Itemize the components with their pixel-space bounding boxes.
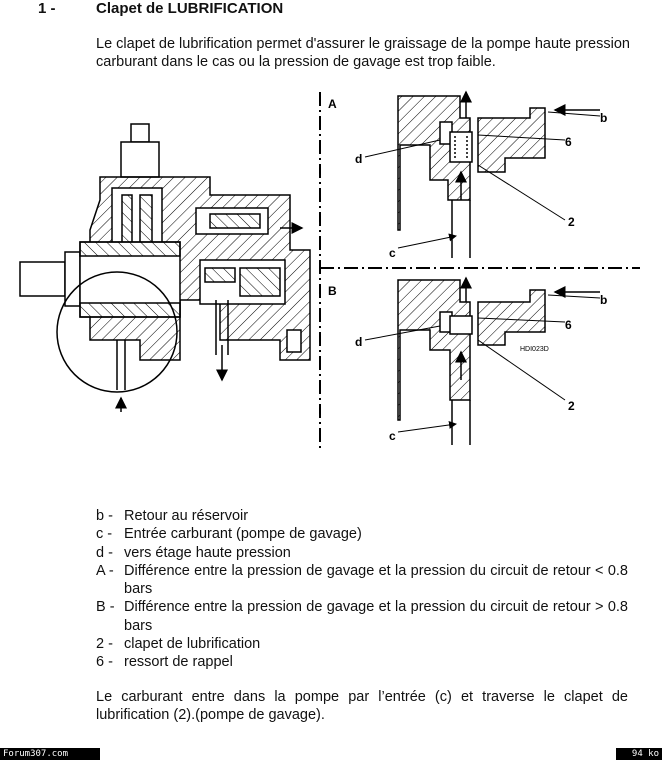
legend-key: A - — [96, 562, 114, 579]
legend-key: d - — [96, 544, 113, 561]
callout-2-b: 2 — [568, 399, 575, 413]
legend-key: 6 - — [96, 654, 113, 671]
legend-item: B - Différence entre la pression de gava… — [96, 598, 628, 635]
callout-2-a: 2 — [568, 215, 575, 229]
callout-6-a: 6 — [565, 135, 572, 149]
callout-c-b: c — [389, 429, 396, 443]
footer-page: 94 ko — [616, 748, 662, 760]
legend-text: Entrée carburant (pompe de gavage) — [124, 526, 362, 543]
callout-d-a: d — [355, 152, 362, 166]
legend-key: c - — [96, 526, 113, 543]
legend-key: 2 - — [96, 636, 113, 653]
panel-a-label: A — [328, 97, 337, 111]
section-number: 1 - — [38, 0, 56, 17]
legend-item: 6 - ressort de rappel — [96, 653, 628, 671]
callout-c-a: c — [389, 246, 396, 260]
legend-key: b - — [96, 508, 113, 524]
pump-drawing — [19, 123, 311, 412]
legend-text: vers étage haute pression — [124, 544, 291, 561]
detail-circle — [56, 271, 178, 393]
legend-text: ressort de rappel — [124, 654, 233, 671]
legend-text: Différence entre la pression de gavage e… — [124, 562, 628, 598]
legend: b - Retour au réservoir c - Entrée carbu… — [96, 507, 628, 672]
section-title: Clapet de LUBRIFICATION — [96, 0, 284, 17]
top-plug — [130, 123, 150, 143]
lubrication-valve-figure: A B b 6 d 2 c b 6 d 2 c HDI023D — [19, 90, 640, 450]
legend-text: Différence entre la pression de gavage e… — [124, 599, 628, 634]
callout-d-b: d — [355, 335, 362, 349]
panel-a-drawing — [397, 90, 600, 258]
section-heading: 1 - Clapet de LUBRIFICATION — [38, 0, 283, 17]
legend-text: clapet de lubrification — [124, 636, 261, 653]
footer-site: Forum307.com — [0, 748, 100, 760]
legend-item: A - Différence entre la pression de gava… — [96, 562, 628, 599]
drive-shaft — [19, 261, 66, 297]
legend-item: c - Entrée carburant (pompe de gavage) — [96, 525, 628, 543]
legend-item: d - vers étage haute pression — [96, 544, 628, 562]
closing-paragraph: Le carburant entre dans la pompe par l’e… — [96, 689, 628, 723]
legend-text: Retour au réservoir — [124, 508, 249, 524]
callout-6-b: 6 — [565, 318, 572, 332]
legend-item: b - Retour au réservoir — [96, 507, 628, 525]
drawing-code: HDI023D — [520, 346, 549, 353]
legend-key: B - — [96, 599, 115, 616]
intro-paragraph: Le clapet de lubrification permet d'assu… — [96, 36, 630, 70]
legend-item: 2 - clapet de lubrification — [96, 635, 628, 653]
callout-b-b: b — [600, 293, 607, 307]
panel-b-label: B — [328, 284, 337, 298]
panel-b-drawing — [397, 276, 600, 445]
callout-b-a: b — [600, 111, 607, 125]
